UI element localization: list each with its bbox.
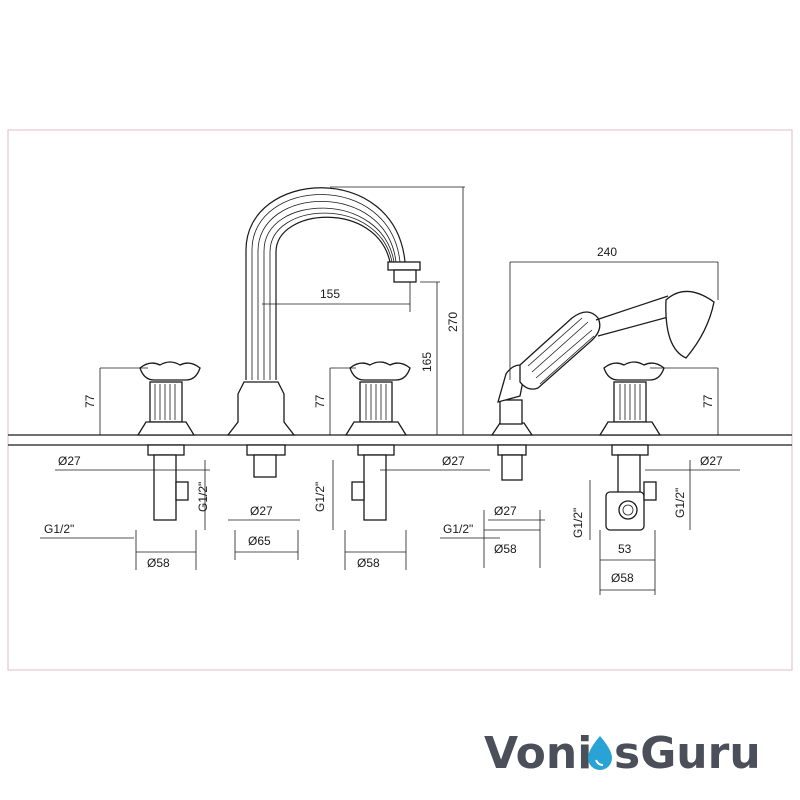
dim-shower-thread-horizontal: G1/2" <box>443 522 473 536</box>
dim-left-diameter-58: Ø58 <box>147 556 170 570</box>
dim-middle-diameter-27: Ø27 <box>442 454 465 468</box>
dim-diverter-thread-vertical: G1/2" <box>571 508 585 538</box>
dim-shower-diameter-58: Ø58 <box>494 542 517 556</box>
dim-left-handle-height: 77 <box>83 394 97 408</box>
dim-spout-diameter-65: Ø65 <box>248 534 271 548</box>
middle-valve-handle <box>344 361 411 521</box>
dim-diverter-width: 53 <box>618 542 632 556</box>
dim-left-thread-horizontal: G1/2" <box>44 522 74 536</box>
dim-right-handle-height: 77 <box>701 394 715 408</box>
dim-spout-diameter-27: Ø27 <box>250 504 273 518</box>
drawing-frame <box>7 129 793 671</box>
dim-spout-reach: 155 <box>320 287 340 301</box>
dim-left-diameter-27: Ø27 <box>58 454 81 468</box>
dim-middle-handle-height: 77 <box>313 394 327 408</box>
dimension-lines <box>40 186 740 595</box>
dim-middle-thread-vertical: G1/2" <box>313 482 327 512</box>
logo-text-part2: sGuru <box>614 728 761 779</box>
dim-middle-diameter-58: Ø58 <box>357 556 380 570</box>
dim-right-diameter-27: Ø27 <box>700 454 723 468</box>
right-valve-handle <box>598 361 665 531</box>
dim-spout-outlet-height: 165 <box>420 352 434 372</box>
dim-shower-reach: 240 <box>597 245 617 259</box>
dim-right-thread-vertical: G1/2" <box>673 488 687 518</box>
hand-shower <box>490 290 715 481</box>
dim-spout-total-height: 270 <box>446 312 460 332</box>
left-valve-handle <box>136 361 201 521</box>
brand-logo: Voni sGuru <box>484 728 761 779</box>
dim-right-diameter-58: Ø58 <box>611 571 634 585</box>
dim-shower-diameter-27: Ø27 <box>494 504 517 518</box>
dim-left-thread-vertical: G1/2" <box>196 482 210 512</box>
water-drop-icon <box>588 736 612 770</box>
logo-text-part1: Voni <box>484 728 592 779</box>
